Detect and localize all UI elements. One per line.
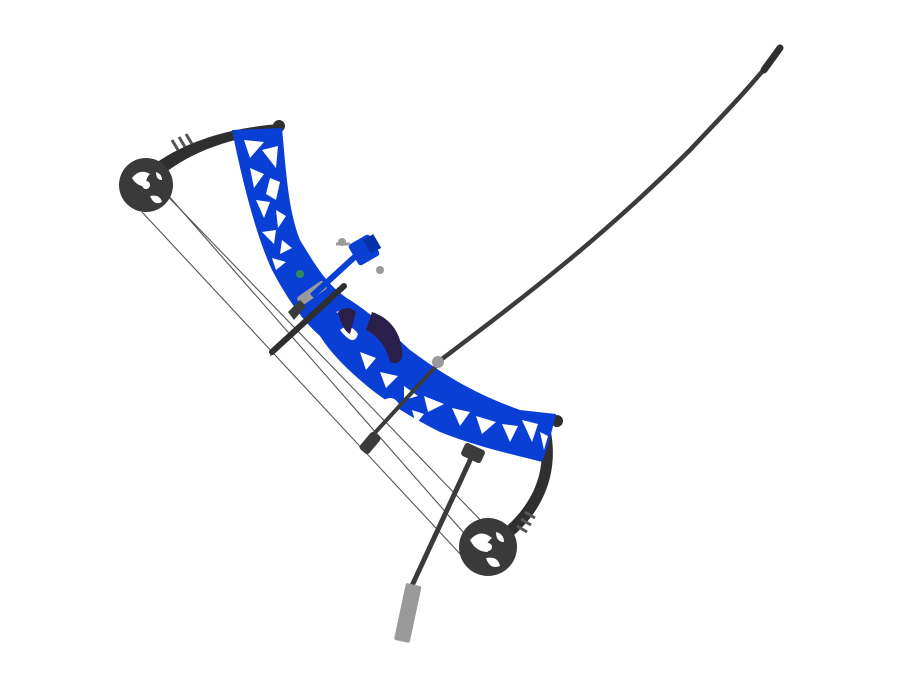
cable-1: [149, 177, 489, 529]
riser-cutouts: [244, 140, 548, 450]
lower-cam: [459, 518, 517, 576]
rest-indicator: [296, 270, 304, 278]
upper-cam: [119, 158, 173, 212]
bow-sight: [309, 234, 384, 299]
bow-grip: [338, 308, 403, 364]
cable-guard: [269, 283, 347, 355]
side-stabilizer: [394, 442, 485, 643]
main-string: [141, 211, 463, 557]
bow-riser: [232, 128, 556, 462]
bow-strings: [141, 177, 489, 557]
cable-2: [159, 185, 471, 541]
long-stabilizer: [359, 44, 784, 455]
